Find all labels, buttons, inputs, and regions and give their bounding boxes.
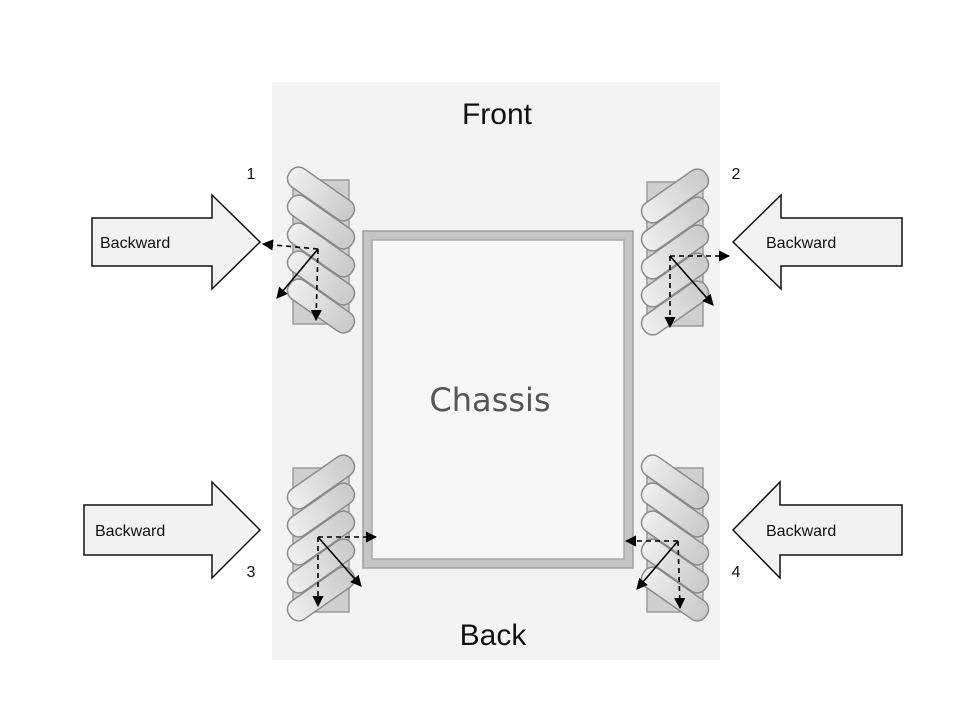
arrow-label-1: Backward	[100, 235, 170, 252]
back-label: Back	[460, 619, 528, 652]
wheel-3	[282, 450, 360, 626]
wheel-4	[636, 450, 714, 626]
block-arrow-3: Backward	[83, 480, 262, 580]
wheel-number-1: 1	[247, 166, 256, 183]
block-arrow-1: Backward	[91, 193, 262, 291]
wheel-number-4: 4	[732, 564, 741, 581]
arrow-label-3: Backward	[95, 523, 165, 540]
force-vectors-3	[312, 531, 378, 608]
force-vectors-4	[624, 535, 686, 610]
chassis-label: Chassis	[429, 381, 550, 419]
force-vectors-1	[261, 239, 322, 322]
wheel-number-3: 3	[247, 564, 256, 581]
arrow-label-2: Backward	[766, 235, 836, 252]
block-arrow-2: Backward	[731, 193, 903, 291]
wheel-1	[282, 162, 360, 338]
chassis: Chassis	[362, 230, 634, 569]
force-vectors-2	[664, 250, 731, 329]
wheel-2	[636, 164, 714, 340]
front-label: Front	[462, 98, 533, 131]
wheel-number-2: 2	[732, 166, 741, 183]
block-arrow-4: Backward	[731, 480, 903, 580]
arrow-label-4: Backward	[766, 523, 836, 540]
